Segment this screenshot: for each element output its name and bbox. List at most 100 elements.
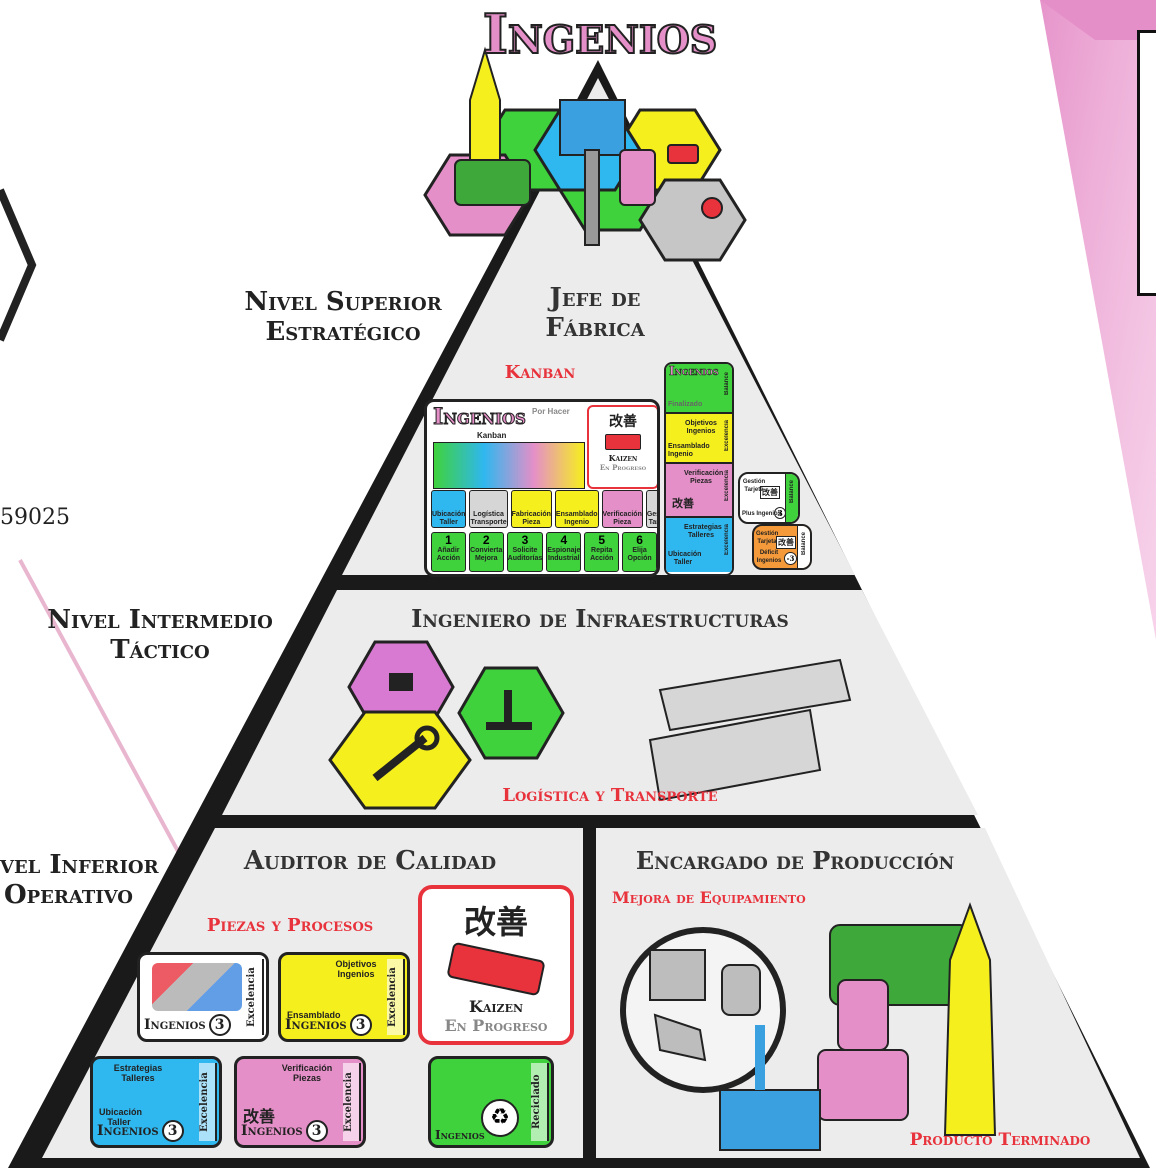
- card-num: 3: [349, 1014, 372, 1036]
- kanban-kaizen-card: 改善 Kaizen En Progreso: [587, 405, 657, 489]
- left-chevron: [0, 188, 37, 342]
- label-piezas: Piezas y Procesos: [206, 915, 374, 936]
- card-ingenios: Ingenios: [435, 1128, 485, 1142]
- kanban-action-num: 4: [560, 533, 568, 547]
- kanban-en-progreso: En Progreso: [599, 463, 647, 472]
- kanban-scene: [433, 442, 585, 489]
- column-excelencia-1: Excelencia: [724, 420, 730, 452]
- column-objetivos-card: Objetivos Ingenios Ensamblado Ingenio Ex…: [666, 414, 732, 464]
- diagonal-line: [18, 559, 182, 856]
- gestion-plus-card: Gestión Tarjeta 改善 Plus Ingenios 3 Balan…: [738, 472, 800, 524]
- kanban-action-label: Espionaje Industrial: [547, 547, 581, 562]
- card-verificacion: Verificación Piezas: [281, 1063, 333, 1083]
- column-logo: Ingenios: [669, 364, 719, 378]
- recycle-icon: ♻: [481, 1099, 519, 1137]
- kanban-action-num: 1: [445, 533, 452, 547]
- kanban-por-hacer: Por Hacer: [532, 407, 570, 416]
- auditor-card-yellow: Objetivos Ingenios Ensamblado Excelencia…: [278, 952, 410, 1042]
- role-jefe-line2: Fábrica: [545, 313, 645, 343]
- column-ensamblado: Ensamblado Ingenio: [668, 443, 710, 458]
- kanban-cell-label: Ubicación Taller: [432, 511, 466, 526]
- gestion-label-2: Gestión Tarjeta: [756, 531, 779, 545]
- gestion-plus: Plus Ingenios: [742, 511, 782, 517]
- card-ingenios-text: Ingenios: [97, 1123, 159, 1139]
- kanban-cell: Ubicación Taller: [431, 490, 467, 528]
- card-kanji: 改善: [243, 1107, 276, 1126]
- hex-board-apex: [423, 46, 747, 262]
- level-superior-line2: Estratégico: [265, 317, 421, 347]
- role-jefe: Jefe de Fábrica: [505, 283, 685, 343]
- right-text-box: [1137, 30, 1156, 296]
- kanban-logo: Ingenios: [433, 404, 527, 431]
- gestion-plus-balance: Balance: [785, 474, 798, 522]
- kanban-kaizen-kanji: 改善: [609, 414, 637, 430]
- gestion-label: Gestión Tarjeta: [742, 479, 766, 493]
- kanban-row1: Ubicación Taller Logística Transporte Fa…: [431, 490, 657, 528]
- column-balance: Balance: [724, 372, 730, 396]
- card-excelencia: Excelencia: [199, 1063, 217, 1141]
- column-verificacion-card: Verificación Piezas 改善 Excelencia: [666, 464, 732, 518]
- column-excelencia-3: Excelencia: [724, 524, 730, 556]
- level-inferior-line2: Operativo: [4, 880, 133, 910]
- level-inferior: vel Inferior Operativo: [0, 850, 160, 910]
- card-excelencia: Excelencia: [343, 1063, 361, 1141]
- column-finalizado-card: Ingenios Finalizado Balance: [666, 364, 732, 414]
- card-num: 3: [208, 1014, 231, 1036]
- kaizen-label: Kaizen: [468, 997, 524, 1016]
- game-title: Ingenios: [482, 1, 718, 67]
- kanban-cell-label: Verificación Pieza: [602, 511, 642, 526]
- kanban-cell-label: Fabricación Pieza: [511, 511, 551, 526]
- equipment-circle: [620, 927, 786, 1093]
- level-superior-line1: Nivel Superior: [244, 287, 442, 317]
- level-superior: Nivel Superior Estratégico: [228, 287, 458, 347]
- role-auditor: Auditor de Calidad: [243, 846, 497, 876]
- kanban-action-num: 3: [521, 533, 529, 547]
- card-ensamblado: Ensamblado: [287, 1010, 341, 1020]
- role-encargado: Encargado de Producción: [635, 846, 955, 875]
- gestion-deficit-balance: Balance: [797, 526, 810, 568]
- kanban-action-num: 2: [482, 533, 490, 547]
- kanban-kaizen-piece: [605, 434, 641, 450]
- label-mejora: Mejora de Equipamiento: [612, 888, 806, 907]
- middle-hexes: [328, 640, 565, 810]
- card-art: [152, 963, 242, 1011]
- label-producto: Producto Terminado: [909, 1130, 1091, 1150]
- kaizen-kanji: 改善: [463, 903, 528, 941]
- card-objetivos: Objetivos Ingenios: [335, 959, 377, 979]
- column-excelencia-2: Excelencia: [724, 470, 730, 502]
- kanban-column: Ingenios Finalizado Balance Objetivos In…: [664, 362, 734, 576]
- kanban-cell: Fabricación Pieza: [510, 490, 552, 528]
- kanban-sublabel: Kanban: [477, 431, 507, 440]
- column-estrategias-card: Estrategias Talleres Ubicación Taller Ex…: [666, 518, 732, 572]
- role-jefe-line1: Jefe de: [549, 283, 641, 313]
- gestion-deficit: Déficit Ingenios: [756, 550, 782, 564]
- kanban-cell-label: Gestión Tarjeta: [646, 511, 660, 526]
- card-ubicacion: Ubicación Taller: [99, 1107, 143, 1127]
- card-num: 3: [305, 1120, 328, 1142]
- kaizen-piece: [446, 941, 546, 997]
- column-finalizado: Finalizado: [668, 401, 703, 408]
- level-inferior-line1: vel Inferior: [0, 850, 159, 880]
- card-excelencia: Excelencia: [387, 959, 405, 1035]
- gestion-kanji: 改善: [760, 486, 780, 499]
- left-fragment-text: 59025: [0, 505, 70, 530]
- kanban-action-num: 5: [598, 533, 606, 547]
- gestion-deficit-balance-label: Balance: [801, 532, 807, 556]
- gestion-deficit-num: -3: [784, 552, 797, 565]
- role-ingeniero: Ingeniero de Infraestructuras: [411, 604, 789, 633]
- auditor-kaizen-card: 改善 Kaizen En Progreso: [418, 885, 574, 1045]
- kanban-action-label: Solicite Auditorías: [507, 547, 543, 562]
- kanban-action-num: 6: [636, 533, 643, 547]
- label-kanban: Kanban: [504, 362, 576, 383]
- pink-band-inner: [1040, 0, 1156, 40]
- kanban-action-label: Añadir Acción: [436, 547, 461, 562]
- column-verificacion: Verificación Piezas: [684, 470, 724, 485]
- kanban-cell: Verificación Pieza: [601, 490, 643, 528]
